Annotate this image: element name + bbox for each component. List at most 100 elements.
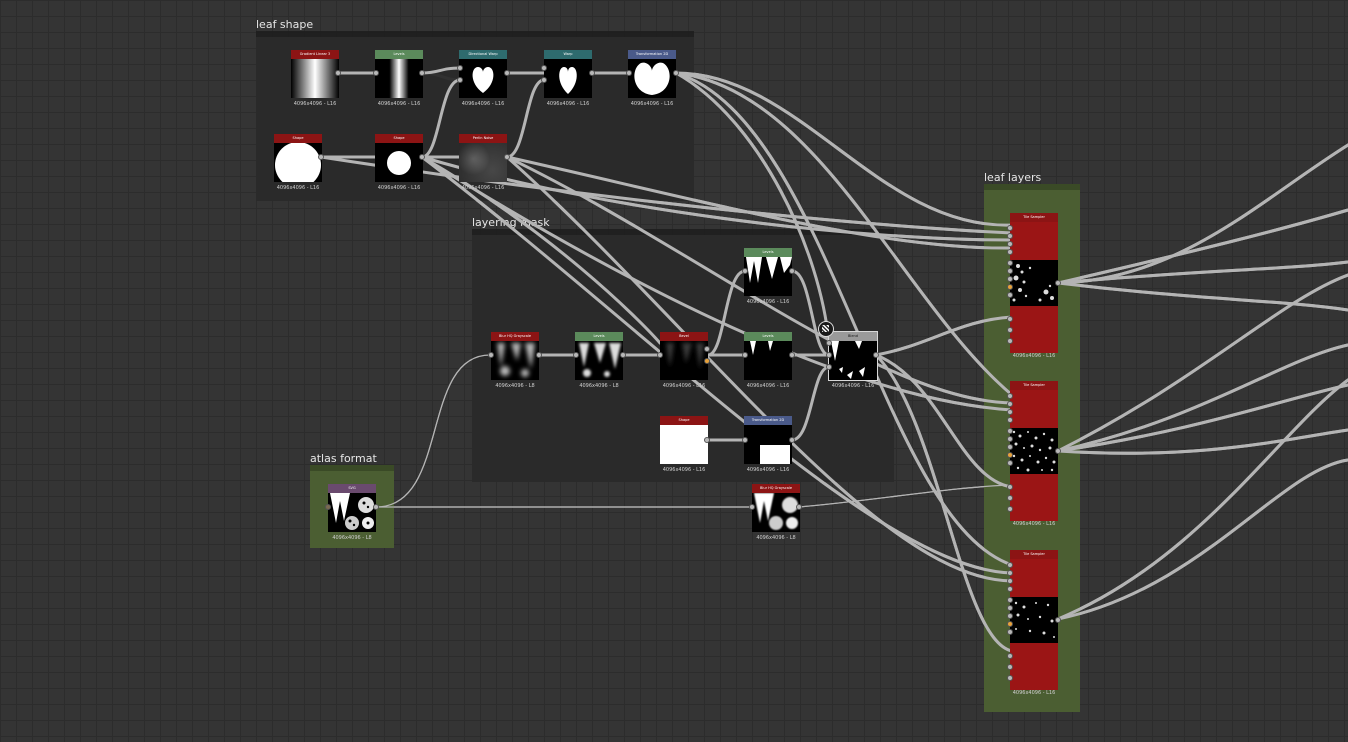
blend-mode-icon[interactable]	[818, 321, 834, 337]
input-pin[interactable]	[742, 268, 748, 274]
input-pin[interactable]	[1007, 260, 1013, 266]
output-pin[interactable]	[796, 504, 802, 510]
input-pin[interactable]	[373, 70, 379, 76]
input-pin[interactable]	[1007, 597, 1013, 603]
node-warp[interactable]: Warp 4096x4096 - L16	[544, 50, 592, 107]
node-levels[interactable]: Levels 4096x4096 - L16	[375, 50, 423, 107]
input-pin[interactable]	[826, 340, 832, 346]
output-pin[interactable]	[704, 358, 710, 364]
input-pin[interactable]	[1007, 292, 1013, 298]
input-pin[interactable]	[488, 352, 494, 358]
output-pin[interactable]	[673, 70, 679, 76]
input-pin[interactable]	[541, 77, 547, 83]
input-pin[interactable]	[1007, 664, 1013, 670]
node-levels[interactable]: Levels 4096x4096 - L16	[744, 248, 792, 305]
node-gradient-linear[interactable]: Gradient Linear 3 4096x4096 - L16	[291, 50, 339, 107]
node-levels[interactable]: Levels 4096x4096 - L8	[575, 332, 623, 389]
output-pin[interactable]	[789, 268, 795, 274]
input-pin[interactable]	[742, 437, 748, 443]
node-shape[interactable]: Shape 4096x4096 - L16	[660, 416, 708, 473]
input-pin[interactable]	[1007, 653, 1013, 659]
input-pin[interactable]	[1007, 233, 1013, 239]
input-pin[interactable]	[1007, 578, 1013, 584]
output-pin[interactable]	[704, 346, 710, 352]
node-tile-sampler[interactable]: Tile Sampler 4096x4096 - L16	[1010, 213, 1058, 359]
output-pin[interactable]	[789, 352, 795, 358]
input-pin[interactable]	[742, 352, 748, 358]
output-pin[interactable]	[318, 154, 324, 160]
input-pin[interactable]	[573, 352, 579, 358]
input-pin[interactable]	[1007, 225, 1013, 231]
node-tile-sampler[interactable]: Tile Sampler 4096x4096 - L16	[1010, 381, 1058, 527]
input-pin[interactable]	[749, 504, 755, 510]
node-bevel[interactable]: Bevel 4096x4096 - L16	[660, 332, 708, 389]
input-pin[interactable]	[1007, 506, 1013, 512]
node-transformation-2d[interactable]: Transformation 2D 4096x4096 - L16	[744, 416, 792, 473]
node-tile-sampler[interactable]: Tile Sampler 4096x4096 - L16	[1010, 550, 1058, 696]
input-pin[interactable]	[1007, 562, 1013, 568]
node-shape[interactable]: Shape 4096x4096 - L16	[274, 134, 322, 191]
input-pin[interactable]	[1007, 268, 1013, 274]
node-perlin-noise[interactable]: Perlin Noise 4096x4096 - L16	[459, 134, 507, 191]
output-pin[interactable]	[373, 504, 379, 510]
input-pin[interactable]	[1007, 586, 1013, 592]
input-pin[interactable]	[457, 77, 463, 83]
output-pin[interactable]	[589, 70, 595, 76]
output-pin[interactable]	[704, 437, 710, 443]
output-pin[interactable]	[419, 70, 425, 76]
input-pin[interactable]	[1007, 249, 1013, 255]
output-pin[interactable]	[1055, 617, 1061, 623]
output-pin[interactable]	[504, 70, 510, 76]
input-pin[interactable]	[1007, 316, 1013, 322]
input-pin[interactable]	[826, 364, 832, 370]
input-pin[interactable]	[457, 65, 463, 71]
input-pin[interactable]	[1007, 460, 1013, 466]
input-pin[interactable]	[1007, 675, 1013, 681]
input-pin[interactable]	[325, 504, 331, 510]
input-pin[interactable]	[1007, 327, 1013, 333]
input-pin[interactable]	[1007, 276, 1013, 282]
input-pin[interactable]	[1007, 428, 1013, 434]
output-pin[interactable]	[620, 352, 626, 358]
input-pin[interactable]	[1007, 621, 1013, 627]
input-pin[interactable]	[1007, 495, 1013, 501]
node-blend[interactable]: Blend 4096x4096 - L16	[828, 331, 878, 389]
input-pin[interactable]	[1007, 417, 1013, 423]
node-shape[interactable]: Shape 4096x4096 - L16	[375, 134, 423, 191]
output-pin[interactable]	[419, 154, 425, 160]
output-pin[interactable]	[789, 437, 795, 443]
node-directional-warp[interactable]: Directional Warp 4096x4096 - L16	[459, 50, 507, 107]
output-pin[interactable]	[335, 70, 341, 76]
input-pin[interactable]	[826, 352, 832, 358]
blur-thumbnail	[491, 341, 539, 380]
output-pin[interactable]	[1055, 448, 1061, 454]
output-pin[interactable]	[873, 352, 879, 358]
input-pin[interactable]	[1007, 393, 1013, 399]
input-pin[interactable]	[1007, 484, 1013, 490]
node-transformation-2d[interactable]: Transformation 2D 4096x4096 - L16	[628, 50, 676, 107]
input-pin[interactable]	[1007, 401, 1013, 407]
input-pin[interactable]	[1007, 444, 1013, 450]
input-pin[interactable]	[1007, 629, 1013, 635]
heart-thumbnail	[628, 59, 676, 98]
input-pin[interactable]	[626, 70, 632, 76]
node-blur-hq-grayscale[interactable]: Blur HQ Grayscale 4096x4096 - L8	[491, 332, 539, 389]
output-pin[interactable]	[504, 154, 510, 160]
input-pin[interactable]	[1007, 570, 1013, 576]
input-pin[interactable]	[541, 65, 547, 71]
input-pin[interactable]	[657, 352, 663, 358]
node-levels[interactable]: Levels 4096x4096 - L16	[744, 332, 792, 389]
output-pin[interactable]	[1055, 280, 1061, 286]
input-pin[interactable]	[1007, 241, 1013, 247]
node-svg[interactable]: SVG 4096x4096 - L8	[328, 484, 376, 541]
input-pin[interactable]	[1007, 605, 1013, 611]
output-pin[interactable]	[536, 352, 542, 358]
node-header: Tile Sampler	[1010, 550, 1058, 559]
node-blur-hq-grayscale[interactable]: Blur HQ Grayscale 4096x4096 - L8	[752, 484, 800, 541]
input-pin[interactable]	[1007, 338, 1013, 344]
input-pin[interactable]	[1007, 436, 1013, 442]
input-pin[interactable]	[1007, 284, 1013, 290]
input-pin[interactable]	[1007, 613, 1013, 619]
input-pin[interactable]	[1007, 409, 1013, 415]
input-pin[interactable]	[1007, 452, 1013, 458]
